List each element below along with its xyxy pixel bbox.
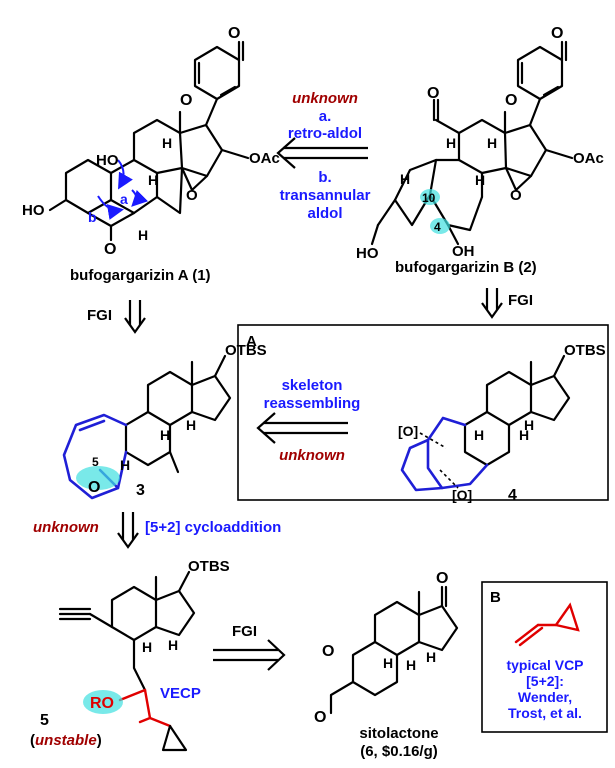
top-b-text2: aldol: [307, 205, 342, 222]
compound-6-name: sitolactone: [359, 725, 438, 742]
c1-arrow-a: a: [120, 191, 128, 207]
box-a-arrow: [256, 412, 348, 444]
cyclo-text: [5+2] cycloaddition: [145, 519, 281, 536]
c4-h-2: H: [519, 427, 529, 443]
compound-1-structure: [48, 40, 250, 242]
fgi-arrow-left: [124, 300, 146, 334]
c3-otbs: OTBS: [225, 342, 267, 359]
c1-h-2: H: [148, 172, 158, 188]
c6-h-1: H: [383, 655, 393, 671]
c1-epoxide-o: O: [186, 187, 198, 204]
c3-h-2: H: [186, 417, 196, 433]
c1-ho-bottom: HO: [22, 202, 45, 219]
box-b-line2: [5+2]:: [526, 673, 564, 689]
retro-arrow-top: [276, 137, 368, 169]
c5-note-close: ): [97, 732, 102, 749]
c2-h-2: H: [487, 135, 497, 151]
c4-otbs: OTBS: [564, 342, 606, 359]
box-b: [481, 581, 608, 733]
box-a-label: A: [246, 333, 257, 350]
c6-ring-o: O: [322, 643, 334, 660]
c3-num-5: 5: [92, 455, 99, 469]
box-a-skeleton1: skeleton: [282, 377, 343, 394]
c1-ring-o: O: [180, 92, 192, 109]
c1-ketone-o: O: [104, 241, 116, 258]
cyclo-unknown: unknown: [33, 519, 99, 536]
fgi-right-label: FGI: [508, 292, 533, 309]
c1-arrow-b: b: [88, 209, 97, 225]
top-b-text1: transannular: [280, 187, 371, 204]
compound-3-number: 3: [136, 482, 145, 499]
c6-lactone-o: O: [314, 709, 326, 726]
c1-h-3: H: [138, 227, 148, 243]
c5-note-open: (: [30, 732, 35, 749]
compound-5-structure: [58, 570, 196, 752]
top-a-label: a.: [319, 108, 332, 125]
c1-oac: OAc: [249, 150, 280, 167]
c1-carbonyl-o: O: [228, 25, 240, 42]
box-b-line1: typical VCP: [506, 657, 583, 673]
c4-h-1: H: [474, 427, 484, 443]
compound-3-structure: [62, 354, 232, 500]
box-b-line3: Wender,: [518, 689, 572, 705]
compound-1-name: bufogargarizin A (1): [70, 267, 211, 284]
fgi-arrow-right: [481, 288, 503, 319]
c2-carbonyl-o: O: [551, 25, 563, 42]
c5-ro: RO: [90, 695, 114, 712]
fgi-arrow-bottom: [213, 639, 286, 671]
c4-ox-2: [O]: [452, 487, 472, 503]
c1-h-1: H: [162, 135, 172, 151]
c5-otbs: OTBS: [188, 558, 230, 575]
c5-h-2: H: [142, 639, 152, 655]
box-a-skeleton2: reassembling: [264, 395, 361, 412]
c6-h-3: H: [426, 649, 436, 665]
compound-4-structure: [400, 354, 571, 492]
compound-6-structure: [329, 585, 459, 715]
c3-h-1: H: [160, 427, 170, 443]
top-a-text: retro-aldol: [288, 125, 362, 142]
c4-ox-1: [O]: [398, 423, 418, 439]
c2-h-1: H: [446, 135, 456, 151]
compound-5-number: 5: [40, 712, 49, 729]
c2-ketone-o: O: [427, 85, 439, 102]
fgi-bottom-label: FGI: [232, 623, 257, 640]
box-b-label: B: [490, 589, 501, 606]
c2-num-10: 10: [422, 191, 436, 205]
c2-h-3: H: [475, 172, 485, 188]
c5-note: (unstable): [30, 732, 102, 749]
c2-ring-o: O: [505, 92, 517, 109]
c2-ho: HO: [356, 245, 379, 262]
c6-ketone-o: O: [436, 570, 448, 587]
c5-vecp: VECP: [160, 685, 201, 702]
c5-h-1: H: [168, 637, 178, 653]
c2-oac: OAc: [573, 150, 604, 167]
compound-2-name: bufogargarizin B (2): [395, 259, 537, 276]
c1-ho-top: HO: [96, 152, 119, 169]
box-a-unknown: unknown: [279, 447, 345, 464]
box-b-line4: Trost, et al.: [508, 705, 582, 721]
vcp-structure: [514, 602, 580, 647]
cycloaddition-arrow: [117, 512, 139, 549]
top-b-label: b.: [318, 169, 331, 186]
compound-4-number: 4: [508, 487, 517, 504]
c2-num-4: 4: [434, 220, 441, 234]
c5-note-unstable: unstable: [35, 732, 97, 749]
box-a: [237, 324, 609, 501]
compound-2-structure: [370, 40, 574, 246]
compound-6-price: (6, $0.16/g): [360, 743, 438, 760]
top-unknown: unknown: [292, 90, 358, 107]
c3-h-3: H: [120, 457, 130, 473]
c2-oh: OH: [452, 243, 475, 260]
c2-epoxide-o: O: [510, 187, 522, 204]
c6-h-2: H: [406, 657, 416, 673]
c2-h-4: H: [400, 171, 410, 187]
fgi-left-label: FGI: [87, 307, 112, 324]
c4-h-3: H: [524, 417, 534, 433]
c3-ketone-o: O: [88, 479, 100, 496]
